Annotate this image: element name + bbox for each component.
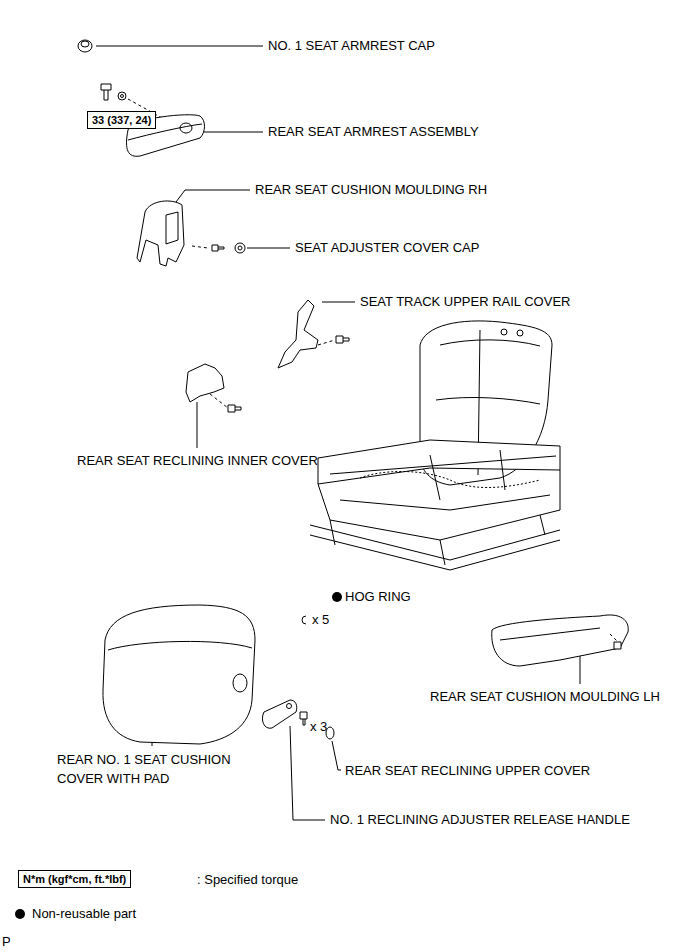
moulding-lh: [492, 615, 629, 666]
armrest-cap: [78, 40, 92, 52]
armrest-cap: [81, 41, 89, 47]
part-label: REAR SEAT RECLINING INNER COVER: [77, 453, 318, 469]
leader-line: [322, 302, 355, 303]
leader-line: [197, 402, 198, 448]
screw: [212, 245, 224, 251]
part-label: REAR SEAT ARMREST ASSEMBLY: [268, 124, 479, 140]
non-reusable-mark: [15, 909, 25, 919]
dashed-line: [192, 246, 208, 248]
adjuster-cap: [238, 246, 242, 250]
screw: [228, 405, 241, 412]
part-label: REAR SEAT RECLINING UPPER COVER: [345, 763, 590, 779]
part-label: NO. 1 SEAT ARMREST CAP: [268, 38, 435, 54]
part-label: SEAT ADJUSTER COVER CAP: [295, 240, 479, 256]
non-reusable-mark: [332, 592, 342, 602]
legend-text: : Specified torque: [197, 872, 298, 888]
leader-line: [96, 46, 263, 47]
seat-frame: [310, 321, 560, 570]
washer: [121, 95, 124, 98]
screw: [336, 336, 349, 343]
washer: [118, 92, 126, 100]
torque-box: N*m (kgf*cm, ft.*lbf): [18, 870, 131, 888]
release-handle: [262, 700, 296, 728]
part-label: REAR SEAT CUSHION MOULDING LH: [430, 689, 660, 705]
hog-ring: [302, 616, 306, 624]
leader-line: [332, 741, 341, 770]
leader-line: [203, 132, 263, 133]
leader-line: [247, 248, 290, 249]
cushion-pad: [103, 605, 255, 744]
moulding-lh: [500, 628, 600, 640]
inner-cover: [186, 364, 224, 402]
screw: [614, 642, 621, 649]
armrest: [180, 123, 192, 133]
torque-box: 33 (337, 24): [87, 111, 156, 129]
cushion-pad: [108, 641, 252, 650]
moulding-rh: [137, 201, 184, 266]
release-handle: [287, 704, 292, 709]
bolt: [101, 84, 111, 100]
part-label: REAR NO. 1 SEAT CUSHION COVER WITH PAD: [57, 750, 247, 788]
part-label: REAR SEAT CUSHION MOULDING RH: [255, 182, 487, 198]
moulding-rh: [166, 212, 178, 244]
dashed-line: [318, 340, 335, 345]
dashed-line: [210, 394, 228, 408]
dashed-line: [610, 634, 618, 642]
part-label: x 5: [312, 612, 329, 628]
part-label: P: [2, 934, 11, 950]
torque-value: N*m (kgf*cm, ft.*lbf): [23, 873, 126, 885]
part-label: x 3: [310, 719, 327, 735]
leader-line: [290, 726, 325, 820]
rail-cover: [278, 300, 318, 368]
part-label: HOG RING: [345, 589, 411, 605]
screw: [300, 712, 307, 725]
adjuster-cap: [235, 243, 245, 253]
part-label: NO. 1 RECLINING ADJUSTER RELEASE HANDLE: [330, 812, 630, 828]
torque-value: 33 (337, 24): [92, 114, 151, 126]
legend-text: Non-reusable part: [32, 906, 136, 922]
part-label: SEAT TRACK UPPER RAIL COVER: [360, 294, 570, 310]
cushion-pad: [233, 674, 247, 692]
